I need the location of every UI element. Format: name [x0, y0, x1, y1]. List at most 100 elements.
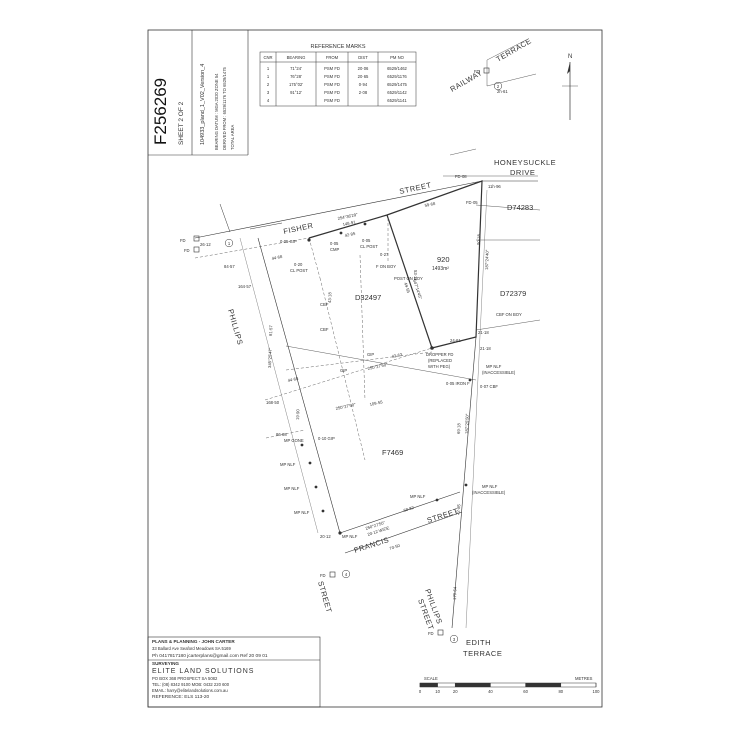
- ref-cell-0-4: 6529/1462: [387, 66, 407, 71]
- annot-inaccessible: (INACCESSIBLE): [482, 370, 516, 375]
- ref-cell-3-1: 91°12': [290, 90, 302, 95]
- ref-cell-1-4: 6529/1176: [387, 74, 407, 79]
- annot-dist-14891: 148·91: [342, 219, 356, 227]
- street-terrace-bottom: TERRACE: [463, 649, 502, 658]
- annot-dist-2461: 2h·61: [497, 89, 508, 94]
- annot-fd-a: FD: [180, 238, 186, 243]
- street-top: STREET: [399, 180, 433, 196]
- ref-cell-0-0: 1: [267, 66, 270, 71]
- surveyor-tel: TEL: (08) 8342 9100 MOB: 0432 220 600: [152, 682, 230, 687]
- annot-gip-010: 0·10 GIP: [318, 436, 335, 441]
- annot-cbf-007: 0·07 CBF: [480, 384, 498, 389]
- survey-marks: 1 2 3 4: [193, 67, 503, 644]
- ref-cell-1-2: PSM FD: [324, 74, 340, 79]
- annot-mp-nlf-3: MP NLF: [294, 510, 310, 515]
- fd-mark-3: [483, 67, 490, 74]
- annot-dist-4263: 42·63: [391, 352, 403, 359]
- annot-mp-nlf-2: MP NLF: [284, 486, 300, 491]
- surveyor-po-box: PO BOX 368 PROSPECT SA 5082: [152, 676, 218, 681]
- street-honeysuckle: HONEYSUCKLE: [494, 158, 556, 167]
- scale-label: SCALE: [424, 676, 438, 681]
- annot-dist-10955: 109·55: [369, 399, 383, 407]
- annot-dist-5968: 59·68: [424, 201, 436, 208]
- corner-number-3: 3: [453, 637, 456, 642]
- annot-iron-f: 0·05 IRON F: [446, 381, 470, 386]
- annot-bearing-1872: 187°25'50": [464, 413, 470, 434]
- annot-dist-2285: 22·85: [455, 503, 462, 515]
- annot-bearing-1871: 187°24'40": [484, 249, 490, 270]
- fd-mark-5: [437, 629, 444, 636]
- annot-bearing-2502: 250°27'50": [367, 362, 388, 371]
- annot-dist-8457: 84·57: [224, 264, 235, 269]
- scale-tick-label-6: 100: [593, 689, 601, 694]
- scale-tick-label-5: 80: [558, 689, 563, 694]
- parcel-d74283: D74283: [507, 203, 533, 212]
- scale-segment-4: [525, 683, 561, 687]
- ref-cell-1-3: 20·65: [358, 74, 369, 79]
- annot-dist-4468: 44·68: [271, 254, 283, 261]
- title-block: F256269 SHEET 2 OF 2 104933_pland_1_V02_…: [148, 30, 249, 156]
- ref-header-2: FROM: [326, 55, 339, 60]
- parcel-labels: D74283 D72379 D32497 F7469 920 1493m²: [355, 203, 533, 457]
- fd-mark-4: [329, 571, 336, 578]
- surveyor-reference: REFERENCE: ELS 113-20: [152, 694, 210, 700]
- fd-mark-1: [193, 235, 200, 242]
- street-francis: FRANCIS: [353, 535, 390, 555]
- ref-cell-3-3: 2·08: [359, 90, 368, 95]
- annot-dist-168: 168·50: [266, 400, 280, 405]
- annot-fd-b: FD: [184, 248, 190, 253]
- annot-cbf-on-boy: CBF ON BOY: [496, 312, 522, 317]
- ref-cell-4-2: PSM FD: [324, 98, 340, 103]
- street-francis-street: STREET: [426, 506, 460, 525]
- surveyor-block: PLANS & PLANNING - JOHN CARTER 33 Ballar…: [147, 636, 321, 708]
- annot-bearing-3471: 347°14'45": [412, 279, 423, 300]
- annot-cmp: CMP: [330, 247, 340, 252]
- lot-920: 920: [437, 255, 450, 264]
- north-label: N: [568, 54, 572, 60]
- surveyor-email: EMAIL: harry@elitelandsolutions.com.au: [152, 688, 228, 693]
- parcel-d32497: D32497: [355, 293, 381, 302]
- ref-cell-3-0: 3: [267, 90, 270, 95]
- annot-post-on-boy: POST ON BOY: [394, 276, 423, 281]
- annot-dist-027: 0·27: [380, 252, 389, 257]
- annot-mp-nlf-1: MP NLF: [280, 462, 296, 467]
- ref-cell-2-3: 0·94: [359, 82, 368, 87]
- annot-dist-2118b: 21·18: [480, 346, 491, 351]
- corner-number-1: 1: [228, 241, 231, 246]
- corner-circle-2: [493, 81, 503, 91]
- annot-dist-4318: 43·18: [327, 291, 332, 303]
- annot-bearing-2545: 254°36'29": [337, 212, 358, 221]
- street-phillips-left: PHILLIPS: [226, 308, 245, 346]
- ref-cell-4-0: 4: [267, 98, 270, 103]
- scale-tick-label-2: 20: [453, 689, 458, 694]
- ref-cell-3-4: 6529/1142: [387, 90, 407, 95]
- annot-cl-post2: CL POST: [360, 244, 378, 249]
- annot-dist-2012: 20·12: [320, 534, 331, 539]
- street-labels: RAILWAY TERRACE HONEYSUCKLE DRIVE STREET…: [226, 36, 556, 658]
- plan-number: F256269: [151, 78, 170, 145]
- street-edith: EDITH: [466, 638, 491, 647]
- annot-dist-2118: 21·18: [478, 330, 489, 335]
- annot-dist-17964: 179·64: [452, 586, 457, 600]
- annot-mp-gone: MP GONE: [284, 438, 304, 443]
- annot-cl-post-020: 0·20: [294, 262, 303, 267]
- annot-dist-4955: 49·55: [403, 282, 411, 294]
- annot-mp-nlf-inacc: (INACCESSIBLE): [472, 490, 506, 495]
- ref-header-1: BEARING: [287, 55, 306, 60]
- annotations: FD FD FD FD FD FD·08 FD·05 11h·96 2h·61 …: [180, 69, 522, 636]
- street-fisher: FISHER: [283, 221, 315, 236]
- annot-dist-8608: 86·08: [276, 432, 287, 437]
- annot-dist-8157: 81·57: [268, 324, 273, 336]
- annot-dist-005b: 0·05: [330, 241, 339, 246]
- annot-wide: 20·12 WIDE: [367, 525, 390, 537]
- scale-tick-label-1: 10: [435, 689, 440, 694]
- corner-circle-3: [449, 634, 459, 644]
- annot-fd-08: FD·08: [455, 174, 467, 179]
- ref-cell-1-0: 1: [267, 74, 270, 79]
- corner-number-2: 2: [497, 84, 500, 89]
- annot-fd-d: FD: [320, 573, 326, 578]
- annot-with-peg: WITH PEG): [428, 364, 451, 369]
- annot-fd-c: FD: [474, 69, 480, 74]
- annot-dist-2012b: 26·12: [200, 242, 211, 247]
- ref-cell-4-4: 6529/1141: [387, 98, 407, 103]
